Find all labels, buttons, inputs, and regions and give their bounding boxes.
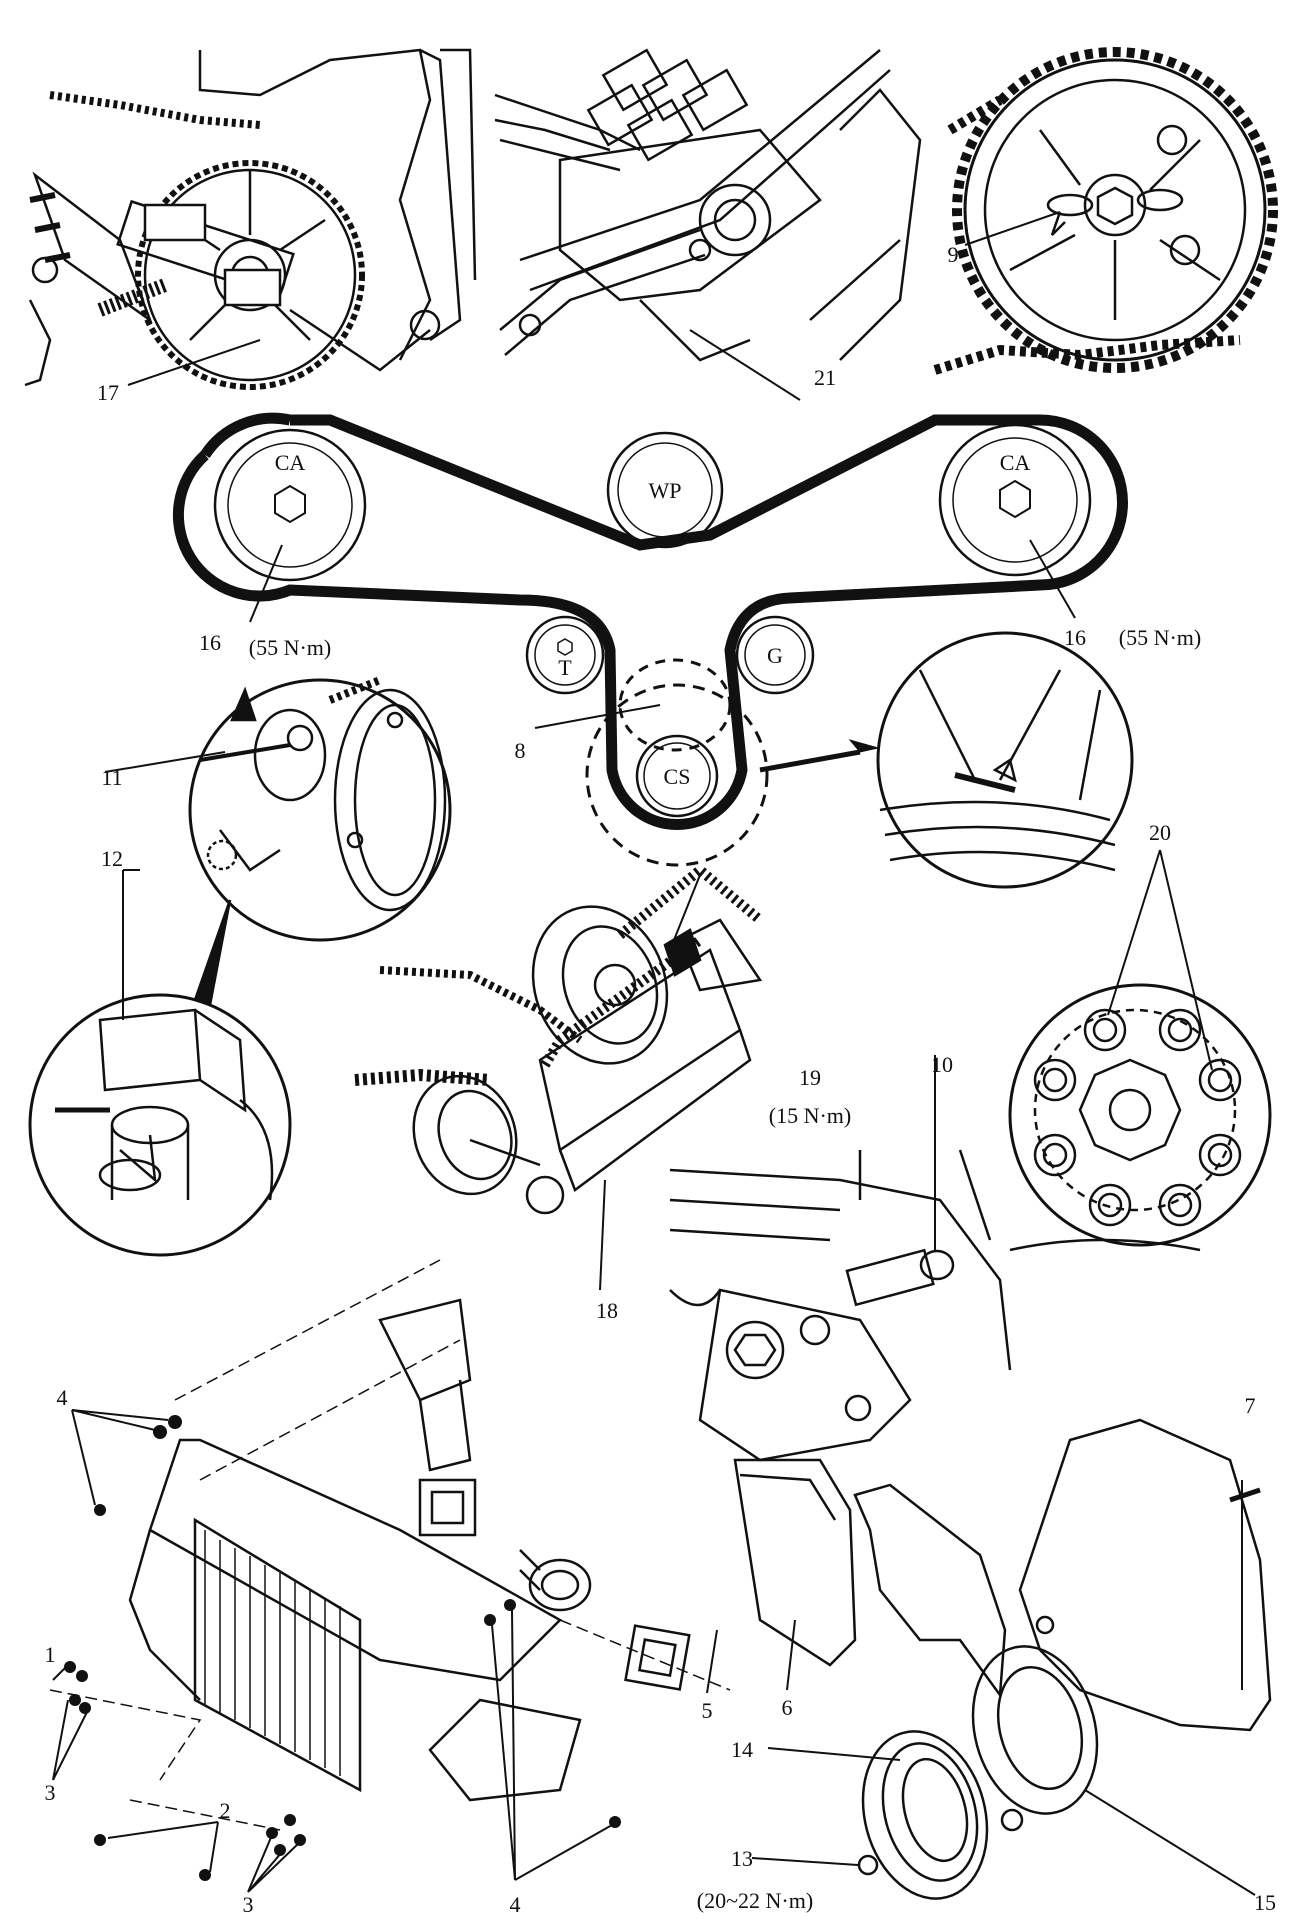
label-pulley-ca-left: CA — [275, 450, 306, 475]
callout-16-left: 16 — [199, 630, 221, 655]
cover-5 — [733, 1458, 857, 1667]
bolts-group — [64, 1415, 621, 1881]
callout-8: 8 — [515, 738, 526, 763]
callout-18: 18 — [596, 1298, 618, 1323]
callout-19: 19 — [799, 1065, 821, 1090]
detail-crank-mark — [876, 631, 1134, 889]
crankshaft-pulley — [635, 734, 719, 818]
panel-engine-bolt — [669, 1055, 1201, 1462]
callout-7: 7 — [1245, 1393, 1256, 1418]
bolt-holes — [1033, 1008, 1242, 1227]
tensioner-pulley — [525, 615, 605, 695]
detail-circle-crank — [585, 683, 769, 867]
callout-15: 15 — [1254, 1890, 1276, 1915]
callout-14: 14 — [731, 1737, 753, 1762]
callout-2: 2 — [220, 1798, 231, 1823]
callout-11: 11 — [101, 765, 122, 790]
torque-13: (20~22 N·m) — [697, 1888, 813, 1913]
cover-7 — [1018, 1418, 1272, 1732]
label-pulley-t: T — [558, 655, 572, 680]
callout-13: 13 — [731, 1846, 753, 1871]
label-pulley-wp: WP — [649, 478, 682, 503]
callout-6: 6 — [782, 1695, 793, 1720]
water-pump-pulley — [606, 431, 724, 549]
cover-6 — [853, 1483, 1007, 1699]
torque-cam-right: (55 N·m) — [1119, 625, 1201, 650]
callout-9: 9 — [948, 242, 959, 267]
panel-timing-covers — [706, 1418, 1272, 1732]
callout-3-bottom: 3 — [243, 1892, 254, 1917]
panel-idler-rack — [354, 863, 764, 1291]
panel-sprocket-bolts — [1008, 849, 1272, 1247]
panel-cam-sprocket-mark — [933, 47, 1278, 375]
labels: CA WP CA T G CS 17 21 9 16 (55 N·m) 16 (… — [45, 242, 1277, 1917]
label-pulley-ca-right: CA — [1000, 450, 1031, 475]
panel-radiator-assembly — [49, 1259, 731, 1893]
callout-20: 20 — [1149, 820, 1171, 845]
camshaft-pulley-right — [938, 423, 1092, 577]
timing-belt — [172, 414, 1128, 831]
panel-cam-holding-tool — [24, 48, 477, 390]
crank-pulley — [861, 1730, 989, 1900]
guide-pulley — [735, 615, 815, 695]
callout-12: 12 — [101, 846, 123, 871]
label-pulley-cs: CS — [664, 764, 691, 789]
callout-1: 1 — [45, 1642, 56, 1667]
panel-crank-pulley — [751, 1645, 1256, 1900]
callout-17: 17 — [97, 380, 119, 405]
panel-coil-bracket — [494, 48, 922, 401]
callout-3-left: 3 — [45, 1780, 56, 1805]
detail-circle-mark — [618, 658, 732, 752]
callout-4-top: 4 — [57, 1385, 68, 1410]
detail-tensioner — [104, 676, 452, 1007]
timing-belt-routing — [172, 412, 1128, 867]
label-pulley-g: G — [767, 643, 783, 668]
callout-16-right: 16 — [1064, 625, 1086, 650]
detail-lock-pin — [28, 869, 292, 1257]
torque-cam-left: (55 N·m) — [249, 635, 331, 660]
callout-21: 21 — [814, 365, 836, 390]
torque-19: (15 N·m) — [769, 1103, 851, 1128]
callout-10: 10 — [931, 1052, 953, 1077]
callout-5: 5 — [702, 1698, 713, 1723]
crank-sprocket-flange — [971, 1645, 1099, 1815]
callout-4-bottom: 4 — [510, 1892, 521, 1917]
camshaft-pulley-left — [213, 428, 367, 582]
